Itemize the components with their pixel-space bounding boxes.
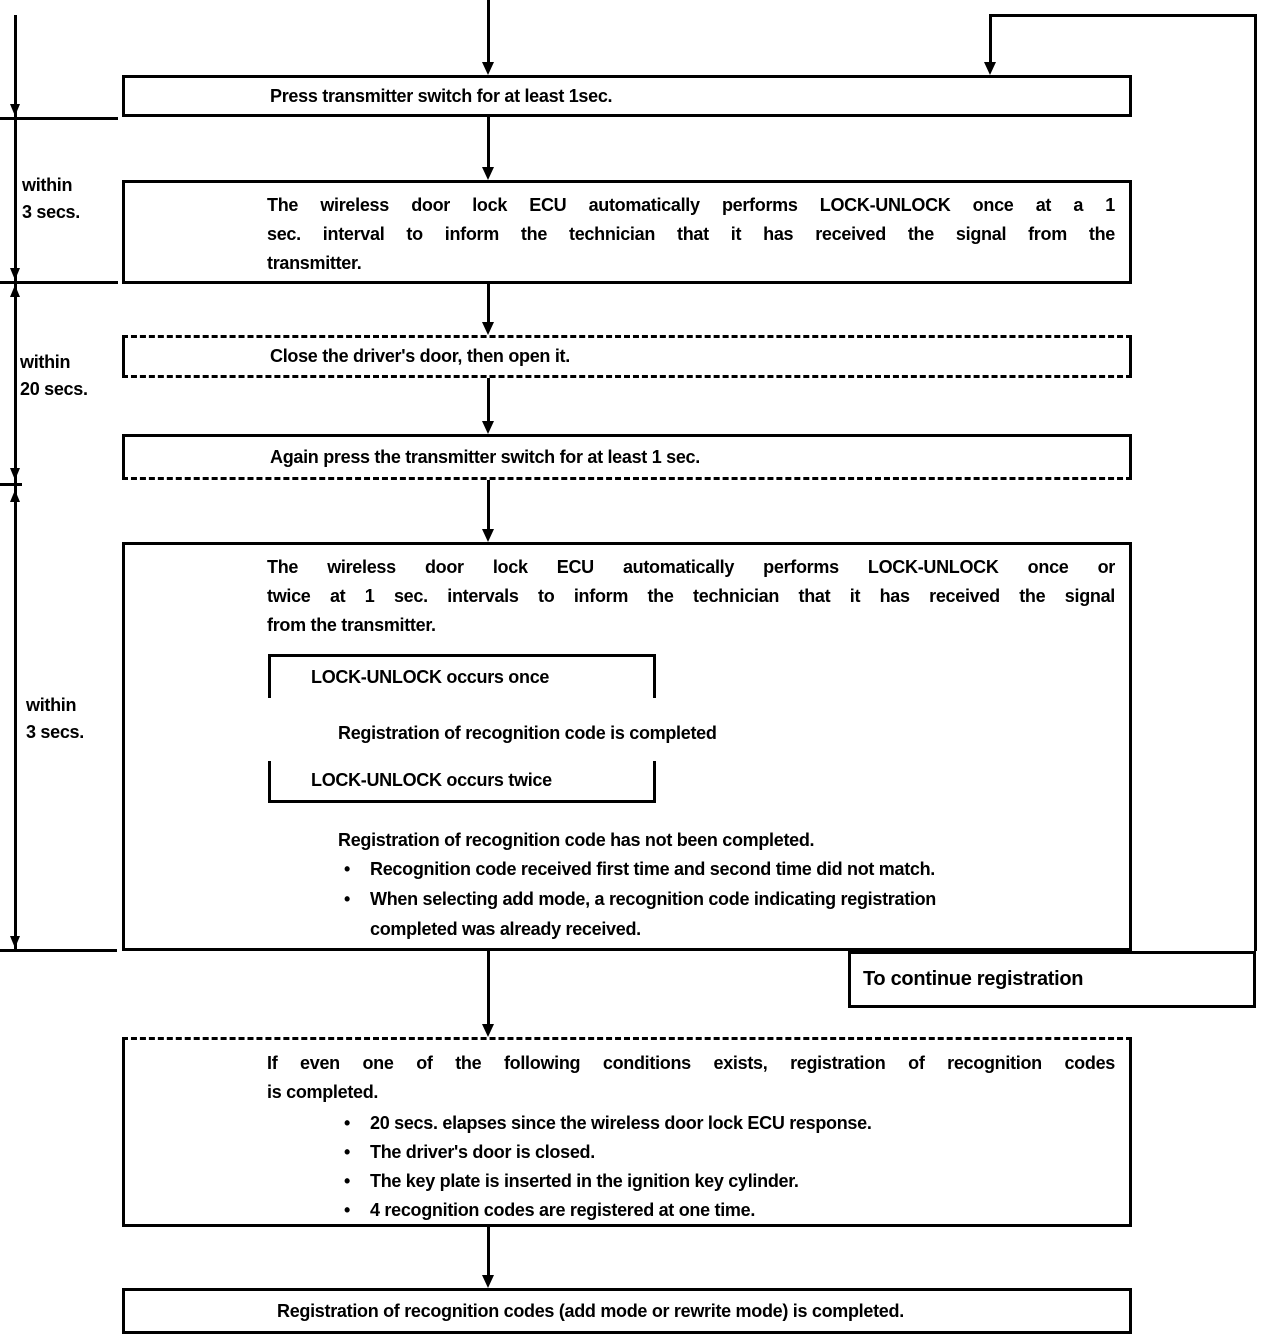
failure-reasons-list: • Recognition code received first time a… xyxy=(344,854,1124,944)
paragraph-line: sec. interval to inform the technician t… xyxy=(267,224,1115,244)
arrowhead-icon xyxy=(482,421,494,434)
result-registration-completed-text: Registration of recognition code is comp… xyxy=(338,723,717,743)
flow-line xyxy=(487,0,490,63)
arrowhead-icon xyxy=(984,62,996,75)
timing-label-line: within xyxy=(20,352,71,372)
flow-line xyxy=(487,1227,490,1277)
step-completion-conditions-box: If even one of the following conditions … xyxy=(122,1037,1132,1227)
list-item-text: The driver's door is closed. xyxy=(370,1142,595,1162)
step-press-transmitter-box: Press transmitter switch for at least 1s… xyxy=(122,75,1132,117)
timing-tick-4 xyxy=(0,949,117,952)
list-item: • Recognition code received first time a… xyxy=(344,854,1124,884)
list-item-line: When selecting add mode, a recognition c… xyxy=(370,889,936,909)
step-close-door-box: Close the driver's door, then open it. xyxy=(122,335,1132,378)
arrowhead-icon xyxy=(482,1275,494,1288)
step-ecu-lock-unlock-once-box: The wireless door lock ECU automatically… xyxy=(122,180,1132,284)
step-ecu-lock-unlock-once-text: The wireless door lock ECU automatically… xyxy=(267,191,1115,278)
flow-line xyxy=(487,117,490,169)
step-close-door-text: Close the driver's door, then open it. xyxy=(270,346,570,366)
list-item: • 4 recognition codes are registered at … xyxy=(344,1196,1124,1225)
paragraph-line: If even one of the following conditions … xyxy=(267,1053,1115,1073)
arrowhead-icon xyxy=(10,936,20,948)
list-item: • 20 secs. elapses since the wireless do… xyxy=(344,1109,1124,1138)
timing-tick-3 xyxy=(0,483,22,486)
paragraph-line: from the transmitter. xyxy=(267,615,436,635)
list-item: • The key plate is inserted in the ignit… xyxy=(344,1167,1124,1196)
step-press-transmitter-text: Press transmitter switch for at least 1s… xyxy=(270,85,613,106)
arrowhead-icon xyxy=(10,268,20,280)
loop-connector-top-line xyxy=(989,14,1257,17)
step-press-again-box: Again press the transmitter switch for a… xyxy=(122,434,1132,480)
timing-label-line: within xyxy=(22,175,73,195)
loop-connector-drop-line xyxy=(989,14,992,64)
continue-registration-box: To continue registration xyxy=(848,951,1256,1008)
bullet-icon: • xyxy=(344,1113,351,1133)
flow-line xyxy=(487,951,490,1026)
bullet-icon: • xyxy=(344,889,351,909)
timing-tick-2 xyxy=(0,281,118,284)
list-item-text: The key plate is inserted in the ignitio… xyxy=(370,1171,799,1191)
timing-label-line: 3 secs. xyxy=(22,202,80,222)
result-registration-not-completed-text: Registration of recognition code has not… xyxy=(338,830,815,850)
tag-lock-unlock-twice-text: LOCK-UNLOCK occurs twice xyxy=(311,770,552,790)
arrowhead-icon xyxy=(482,1024,494,1037)
tag-lock-unlock-once-text: LOCK-UNLOCK occurs once xyxy=(311,667,550,687)
timing-label-within-3secs-1: within 3 secs. xyxy=(22,172,80,226)
list-item-text: 4 recognition codes are registered at on… xyxy=(370,1200,756,1220)
step-ecu-response-text: The wireless door lock ECU automatically… xyxy=(267,553,1115,640)
paragraph-line: The wireless door lock ECU automatically… xyxy=(267,557,1115,577)
arrowhead-icon xyxy=(482,529,494,542)
timing-label-line: within xyxy=(26,695,77,715)
step-press-again-text: Again press the transmitter switch for a… xyxy=(270,446,700,467)
arrowhead-icon xyxy=(482,62,494,75)
bullet-icon: • xyxy=(344,1200,351,1220)
list-item-text: 20 secs. elapses since the wireless door… xyxy=(370,1113,872,1133)
list-item-line: completed was already received. xyxy=(370,919,641,939)
arrowhead-icon xyxy=(10,104,20,116)
bullet-icon: • xyxy=(344,1171,351,1191)
paragraph-line: is completed. xyxy=(267,1082,379,1102)
step-completion-conditions-text: If even one of the following conditions … xyxy=(267,1049,1115,1107)
list-item: • The driver's door is closed. xyxy=(344,1138,1124,1167)
timing-label-within-20secs: within 20 secs. xyxy=(20,349,88,403)
timing-tick-1 xyxy=(0,117,118,120)
arrowhead-icon xyxy=(10,285,20,297)
arrowhead-icon xyxy=(482,322,494,335)
timing-label-line: 3 secs. xyxy=(26,722,84,742)
paragraph-line: twice at 1 sec. intervals to inform the … xyxy=(267,586,1115,606)
bullet-icon: • xyxy=(344,859,351,879)
step-ecu-response-box: The wireless door lock ECU automatically… xyxy=(122,542,1132,951)
paragraph-line: transmitter. xyxy=(267,253,362,273)
step-registration-completed-box: Registration of recognition codes (add m… xyxy=(122,1288,1132,1334)
paragraph-line: The wireless door lock ECU automatically… xyxy=(267,195,1115,215)
step-registration-completed-text: Registration of recognition codes (add m… xyxy=(277,1300,904,1321)
arrowhead-icon xyxy=(482,167,494,180)
list-item: • When selecting add mode, a recognition… xyxy=(344,884,1124,944)
list-item-text: When selecting add mode, a recognition c… xyxy=(370,884,936,944)
flow-line xyxy=(487,480,490,531)
flow-line xyxy=(487,284,490,324)
loop-connector-right-line xyxy=(1254,14,1257,951)
tag-lock-unlock-twice-box: LOCK-UNLOCK occurs twice xyxy=(268,761,656,803)
list-item-text: Recognition code received first time and… xyxy=(370,859,936,879)
arrowhead-icon xyxy=(10,490,20,502)
continue-registration-text: To continue registration xyxy=(863,968,1084,990)
bullet-icon: • xyxy=(344,1142,351,1162)
timing-label-line: 20 secs. xyxy=(20,379,88,399)
timing-label-within-3secs-2: within 3 secs. xyxy=(26,692,84,746)
completion-conditions-list: • 20 secs. elapses since the wireless do… xyxy=(344,1109,1124,1225)
flow-line xyxy=(487,378,490,423)
arrowhead-icon xyxy=(10,468,20,480)
tag-lock-unlock-once-box: LOCK-UNLOCK occurs once xyxy=(268,654,656,698)
